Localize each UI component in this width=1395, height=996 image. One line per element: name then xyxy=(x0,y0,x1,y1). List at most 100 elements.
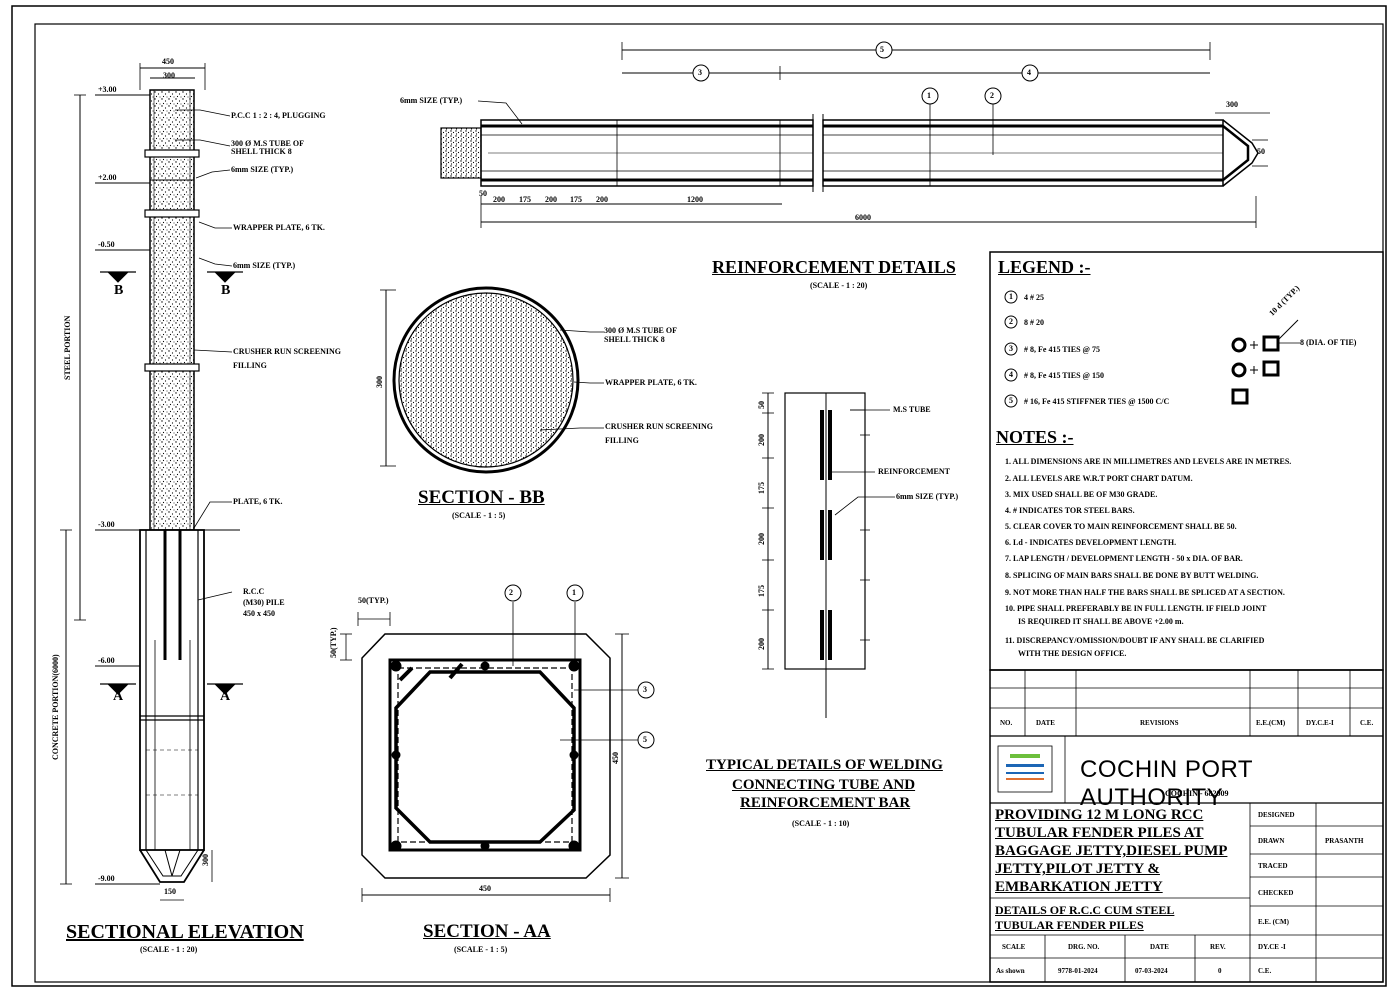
label-wrapper: WRAPPER PLATE, 6 TK. xyxy=(233,223,325,232)
project-line-2: TUBULAR FENDER PILES AT xyxy=(995,825,1204,841)
note-3: 3. MIX USED SHALL BE OF M30 GRADE. xyxy=(1005,490,1158,499)
reinf-marker-1: 1 xyxy=(927,91,931,100)
section-aa-scale: (SCALE - 1 : 5) xyxy=(454,945,508,954)
legend-num-5: 5 xyxy=(1009,396,1013,405)
label-plate: PLATE, 6 TK. xyxy=(233,497,283,506)
reinf-marker-5: 5 xyxy=(880,45,884,54)
section-mark-a-left: A xyxy=(113,689,124,704)
rev-header-no: NO. xyxy=(1000,719,1013,727)
reinf-dim-50: 50 xyxy=(479,189,487,198)
note-6: 6. Ld - INDICATES DEVELOPMENT LENGTH. xyxy=(1005,538,1177,547)
weld-dim-175a: 175 xyxy=(757,482,766,494)
legend-title: LEGEND :- xyxy=(998,257,1091,277)
marker-5-circle xyxy=(875,41,893,59)
level-2: +2.00 xyxy=(98,173,117,182)
aa-marker-1-circle xyxy=(566,584,584,602)
bb-label-1a: 300 Ø M.S TUBE OF xyxy=(604,326,677,335)
note-9: 9. NOT MORE THAN HALF THE BARS SHALL BE … xyxy=(1005,588,1285,597)
role-ee-cm: E.E. (CM) xyxy=(1258,918,1289,926)
footer-scale-value: As shown xyxy=(996,967,1025,975)
level-3: -0.50 xyxy=(98,240,115,249)
aa-marker-5: 5 xyxy=(643,735,647,744)
note-10-cont: IS REQUIRED IT SHALL BE ABOVE +2.00 m. xyxy=(1018,617,1184,626)
aa-typ-side: 50(TYP.) xyxy=(329,627,338,658)
note-1: 1. ALL DIMENSIONS ARE IN MILLIMETRES AND… xyxy=(1005,457,1292,466)
footer-date-value: 07-03-2024 xyxy=(1135,967,1168,975)
aa-marker-3-circle xyxy=(637,681,655,699)
weld-dim-175b: 175 xyxy=(757,585,766,597)
section-bb-scale: (SCALE - 1 : 5) xyxy=(452,511,506,520)
label-crusher-2: FILLING xyxy=(233,361,267,370)
label-crusher-1: CRUSHER RUN SCREENING xyxy=(233,347,342,356)
elev-dim-tip: 300 xyxy=(201,854,210,866)
details-line-1: DETAILS OF R.C.C CUM STEEL xyxy=(995,903,1175,917)
label-weld-2: 6mm SIZE (TYP.) xyxy=(233,261,296,270)
weld-dim-200a: 200 xyxy=(757,434,766,446)
section-aa-title: SECTION - AA xyxy=(423,921,551,942)
section-bb-title: SECTION - BB xyxy=(418,487,545,508)
rev-header-revisions: REVISIONS xyxy=(1140,719,1179,727)
label-tube-1: 300 Ø M.S TUBE OF xyxy=(231,139,304,148)
project-line-5: EMBARKATION JETTY xyxy=(995,879,1163,895)
legend-num-3: 3 xyxy=(1009,344,1013,353)
bb-label-1b: SHELL THICK 8 xyxy=(604,335,665,344)
note-5: 5. CLEAR COVER TO MAIN REINFORCEMENT SHA… xyxy=(1005,522,1237,531)
legend-item-3: # 8, Fe 415 TIES @ 75 xyxy=(1024,345,1100,354)
elev-dim-150: 150 xyxy=(164,887,176,896)
elevation-title: SECTIONAL ELEVATION xyxy=(66,921,304,943)
legend-item-1: 4 # 25 xyxy=(1024,293,1044,302)
level-6: -9.00 xyxy=(98,874,115,883)
legend-num-1: 1 xyxy=(1009,292,1013,301)
legend-num-2: 2 xyxy=(1009,317,1013,326)
marker-1-circle xyxy=(921,87,939,105)
aa-typ-top: 50(TYP.) xyxy=(358,596,389,605)
weld-reinf-label: REINFORCEMENT xyxy=(878,467,951,476)
section-aa-drawing xyxy=(340,602,638,902)
elev-dim-450: 450 xyxy=(162,57,174,66)
port-logo xyxy=(1002,750,1048,788)
bb-label-3a: CRUSHER RUN SCREENING xyxy=(605,422,714,431)
reinforcement-scale: (SCALE - 1 : 20) xyxy=(810,281,868,290)
label-weld-1: 6mm SIZE (TYP.) xyxy=(231,165,294,174)
drawn-by-name: PRASANTH xyxy=(1325,837,1364,845)
welding-title-2: CONNECTING TUBE AND xyxy=(732,777,916,793)
reinf-dim-175a: 175 xyxy=(519,195,531,204)
weld-dim-50: 50 xyxy=(757,401,766,409)
legend-item-5: # 16, Fe 415 STIFFNER TIES @ 1500 C/C xyxy=(1024,397,1170,406)
reinf-dim-175b: 175 xyxy=(570,195,582,204)
steel-portion-label: STEEL PORTION xyxy=(63,315,72,380)
role-dyce: DY.CE -I xyxy=(1258,943,1286,951)
legend-num-4: 4 xyxy=(1009,370,1013,379)
rev-header-ce: C.E. xyxy=(1360,719,1374,727)
weld-size-label: 6mm SIZE (TYP.) xyxy=(896,492,959,501)
note-11-cont: WITH THE DESIGN OFFICE. xyxy=(1018,649,1127,658)
welding-scale: (SCALE - 1 : 10) xyxy=(792,819,850,828)
aa-marker-5-circle xyxy=(637,731,655,749)
note-10: 10. PIPE SHALL PREFERABLY BE IN FULL LEN… xyxy=(1005,604,1267,613)
authority-name: COCHIN PORT AUTHORITY xyxy=(1080,756,1253,811)
aa-marker-2-circle xyxy=(504,584,522,602)
sectional-elevation-drawing xyxy=(60,63,243,901)
marker-4-circle xyxy=(1021,64,1039,82)
level-4: -3.00 xyxy=(98,520,115,529)
aa-marker-2: 2 xyxy=(509,588,513,597)
note-11: 11. DISCREPANCY/OMISSION/DOUBT IF ANY SH… xyxy=(1005,636,1265,645)
reinforcement-title: REINFORCEMENT DETAILS xyxy=(712,257,956,277)
welding-detail-drawing xyxy=(762,392,895,718)
footer-rev-value: 0 xyxy=(1218,967,1222,975)
reinf-tip-300: 300 xyxy=(1226,100,1238,109)
footer-date-header: DATE xyxy=(1150,943,1169,951)
label-rcc-3: 450 x 450 xyxy=(243,609,275,618)
reinf-marker-2: 2 xyxy=(990,91,994,100)
level-1: +3.00 xyxy=(98,85,117,94)
role-checked: CHECKED xyxy=(1258,889,1294,897)
reinf-marker-4: 4 xyxy=(1027,68,1031,77)
reinf-tip-50: 50 xyxy=(1257,147,1265,156)
project-line-4: JETTY,PILOT JETTY & xyxy=(995,861,1160,877)
note-8: 8. SPLICING OF MAIN BARS SHALL BE DONE B… xyxy=(1005,571,1259,580)
welding-title-3: REINFORCEMENT BAR xyxy=(740,795,911,811)
weld-dim-200b: 200 xyxy=(757,533,766,545)
rev-header-date: DATE xyxy=(1036,719,1055,727)
legend-tie-note: 8 (DIA. OF TIE) xyxy=(1300,338,1357,347)
reinf-weld-label: 6mm SIZE (TYP.) xyxy=(400,96,463,105)
